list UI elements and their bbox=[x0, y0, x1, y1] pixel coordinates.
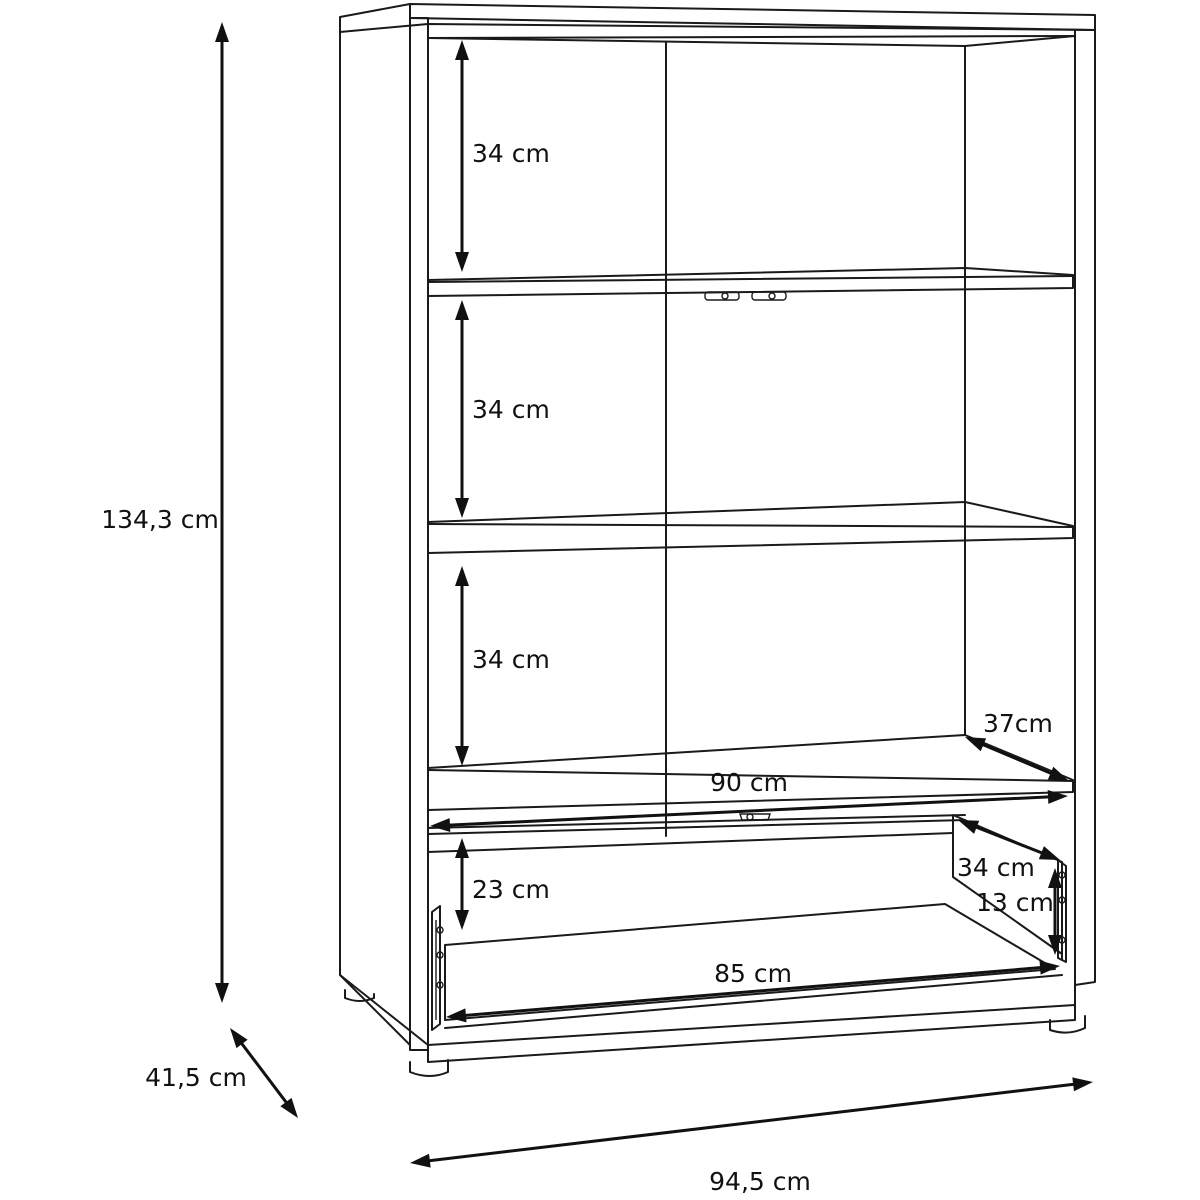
right-side-panel bbox=[1074, 29, 1096, 986]
total-width-arrow bbox=[410, 1077, 1093, 1168]
shelf-3 bbox=[427, 734, 1074, 821]
foot-front-left bbox=[409, 1059, 449, 1077]
shelf-2-height-label: 34 cm bbox=[472, 395, 550, 424]
dimension-arrows bbox=[215, 22, 1093, 1168]
left-side-panel bbox=[339, 31, 411, 1046]
drawer-width-arrow bbox=[446, 960, 1060, 1023]
shelf-2-height-arrow bbox=[455, 300, 469, 518]
left-front-post bbox=[409, 17, 429, 1051]
shelf-1-height-label: 34 cm bbox=[472, 139, 550, 168]
total-width-label: 94,5 cm bbox=[709, 1167, 811, 1196]
shelf-depth-label: 37cm bbox=[983, 709, 1053, 738]
drawer-height-arrow bbox=[455, 838, 469, 930]
drawer bbox=[427, 814, 1067, 1031]
drawer-depth-arrow bbox=[958, 820, 1060, 860]
shelf-1-height-arrow bbox=[455, 40, 469, 272]
shelf-3-height-arrow bbox=[455, 566, 469, 766]
shelf-2 bbox=[427, 501, 1074, 554]
depth-arrow bbox=[230, 1028, 298, 1118]
bottom-plinth bbox=[427, 1004, 1076, 1063]
total-height-arrow bbox=[215, 22, 229, 1003]
shelf-1 bbox=[427, 267, 1074, 301]
drawer-runner-left bbox=[431, 905, 441, 1031]
drawer-runner-right bbox=[1057, 859, 1067, 963]
drawer-height-label: 23 cm bbox=[472, 875, 550, 904]
shelf-3-height-label: 34 cm bbox=[472, 645, 550, 674]
depth-label: 41,5 cm bbox=[145, 1063, 247, 1092]
shelf-depth-arrow bbox=[965, 737, 1069, 781]
drawer-inner-height-label: 13 cm bbox=[976, 888, 1054, 917]
drawer-depth-label: 34 cm bbox=[957, 853, 1035, 882]
total-height-label: 134,3 cm bbox=[101, 505, 219, 534]
foot-front-right bbox=[1049, 1015, 1086, 1034]
bookcase-drawing bbox=[339, 3, 1096, 1077]
foot-back-left bbox=[344, 989, 375, 1002]
inner-width-arrow bbox=[430, 789, 1068, 833]
inner-width-label: 90 cm bbox=[710, 768, 788, 797]
drawer-inner-height-arrow bbox=[1048, 868, 1062, 955]
drawer-width-label: 85 cm bbox=[714, 959, 792, 988]
